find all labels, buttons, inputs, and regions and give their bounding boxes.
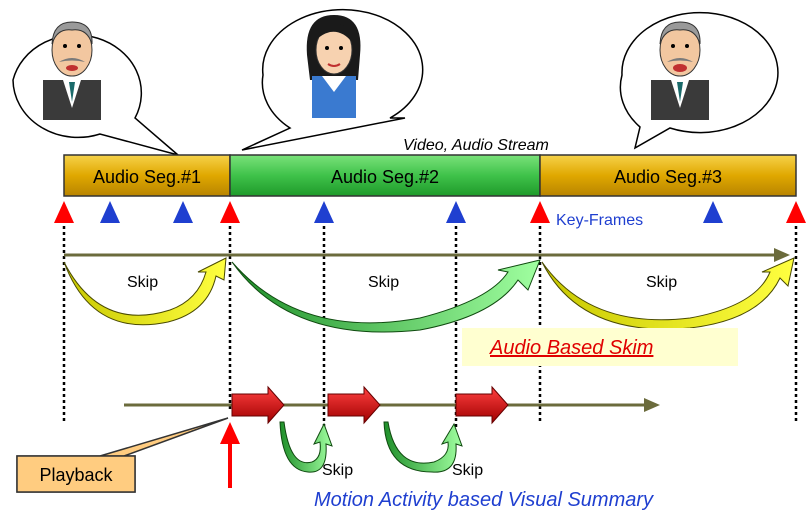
playback-blocks	[231, 385, 509, 425]
segment-boundary-markers	[54, 201, 806, 223]
skip-label: Skip	[322, 462, 353, 479]
audio-segment-1-label: Audio Seg.#1	[93, 167, 201, 187]
visual-timeline-arrow	[124, 398, 660, 412]
blue-keyframe-icon	[314, 201, 334, 223]
playback-label: Playback	[39, 465, 113, 485]
playback-block-arrow	[455, 385, 509, 425]
skip-loop-2	[383, 421, 463, 473]
skip-loop-1	[279, 421, 333, 473]
audio-segment-2	[229, 154, 541, 197]
audio-segment-3	[539, 154, 797, 197]
audio-segment-1	[63, 154, 231, 197]
visual-summary-label: Motion Activity based Visual Summary	[314, 489, 654, 511]
skip-label: Skip	[452, 462, 483, 479]
keyframe-markers	[100, 201, 723, 223]
red-marker-icon	[530, 201, 550, 223]
keyframes-label: Key-Frames	[556, 212, 643, 229]
skip-arc-3	[541, 257, 795, 330]
playback-block-arrow	[231, 385, 285, 425]
playback-callout	[16, 417, 229, 493]
skip-arc-1	[63, 257, 227, 326]
red-marker-icon	[786, 201, 806, 223]
playback-block-arrow	[327, 385, 381, 425]
man-speaker-icon	[651, 21, 709, 120]
red-marker-icon	[220, 201, 240, 223]
skip-label: Skip	[127, 274, 158, 291]
audio-segments: Audio Seg.#1 Audio Seg.#2 Audio Seg.#3	[63, 154, 797, 197]
woman-speaker-icon	[306, 15, 361, 118]
man-speaker-icon	[43, 21, 101, 120]
skip-label: Skip	[368, 274, 399, 291]
playback-start-arrow	[220, 422, 240, 488]
blue-keyframe-icon	[703, 201, 723, 223]
audio-segment-3-label: Audio Seg.#3	[614, 167, 722, 187]
red-marker-icon	[54, 201, 74, 223]
skip-label: Skip	[646, 274, 677, 291]
skip-arc-2	[231, 259, 541, 333]
blue-keyframe-icon	[446, 201, 466, 223]
audio-segment-2-label: Audio Seg.#2	[331, 167, 439, 187]
stream-label: Video, Audio Stream	[403, 137, 549, 154]
audio-timeline-arrow	[64, 248, 790, 262]
audio-skim-label: Audio Based Skim	[489, 337, 653, 359]
blue-keyframe-icon	[173, 201, 193, 223]
audio-skim-box	[462, 328, 738, 366]
blue-keyframe-icon	[100, 201, 120, 223]
